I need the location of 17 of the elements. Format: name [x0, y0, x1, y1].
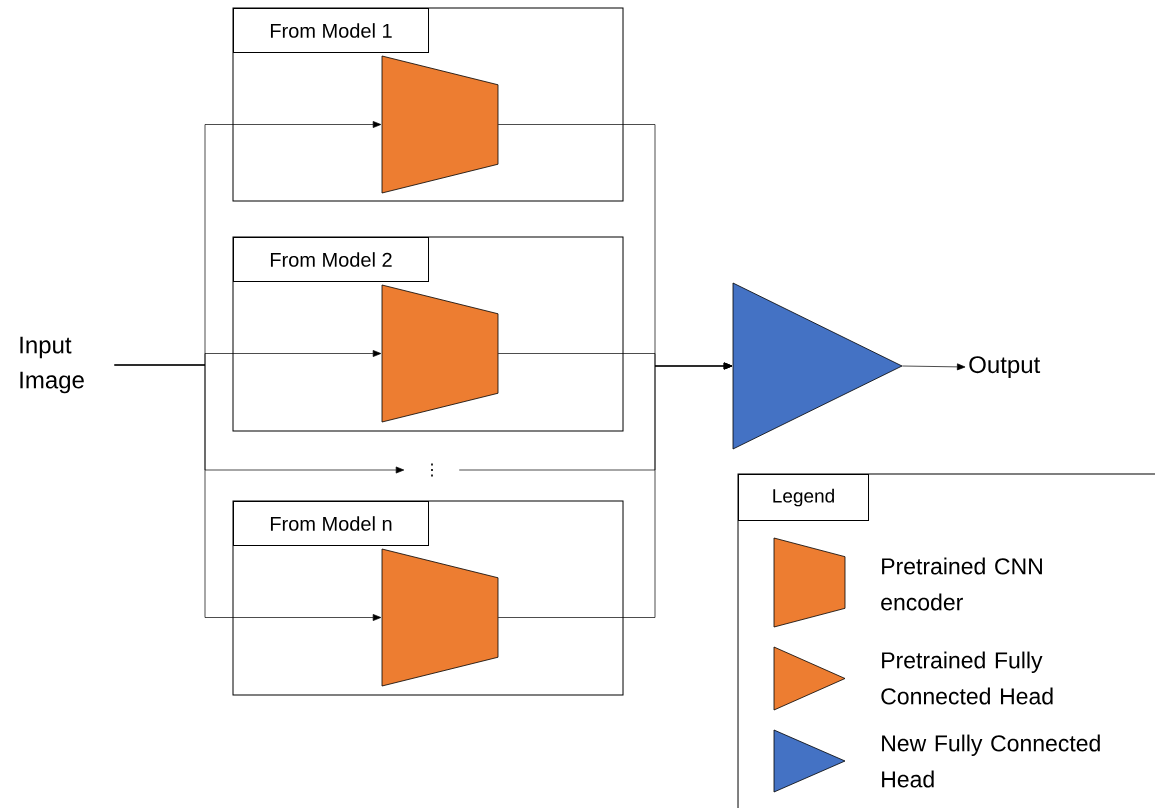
encoder-trapezoid: [381, 55, 499, 194]
encoder-trapezoid: [381, 548, 499, 687]
arrow: [901, 363, 966, 371]
encoder-trapezoid: [381, 284, 499, 423]
head-triangle: [732, 282, 903, 450]
arrow: [114, 364, 382, 621]
model-box: From Model 2: [232, 236, 624, 432]
legend-text: Pretrained Fully Connected Head: [881, 651, 1053, 705]
arrow: [497, 362, 733, 618]
ellipsis: ⋮: [431, 463, 433, 477]
output-label: Output: [969, 356, 1041, 378]
model-box: From Model n: [232, 500, 624, 696]
input-label: Input Image: [20, 336, 84, 394]
legend-text: New Fully Connected Head: [882, 734, 1100, 788]
legend-title: Legend: [738, 474, 869, 521]
legend-text: Pretrained CNN encoder: [881, 557, 1042, 611]
model-box: From Model 1: [232, 7, 624, 202]
